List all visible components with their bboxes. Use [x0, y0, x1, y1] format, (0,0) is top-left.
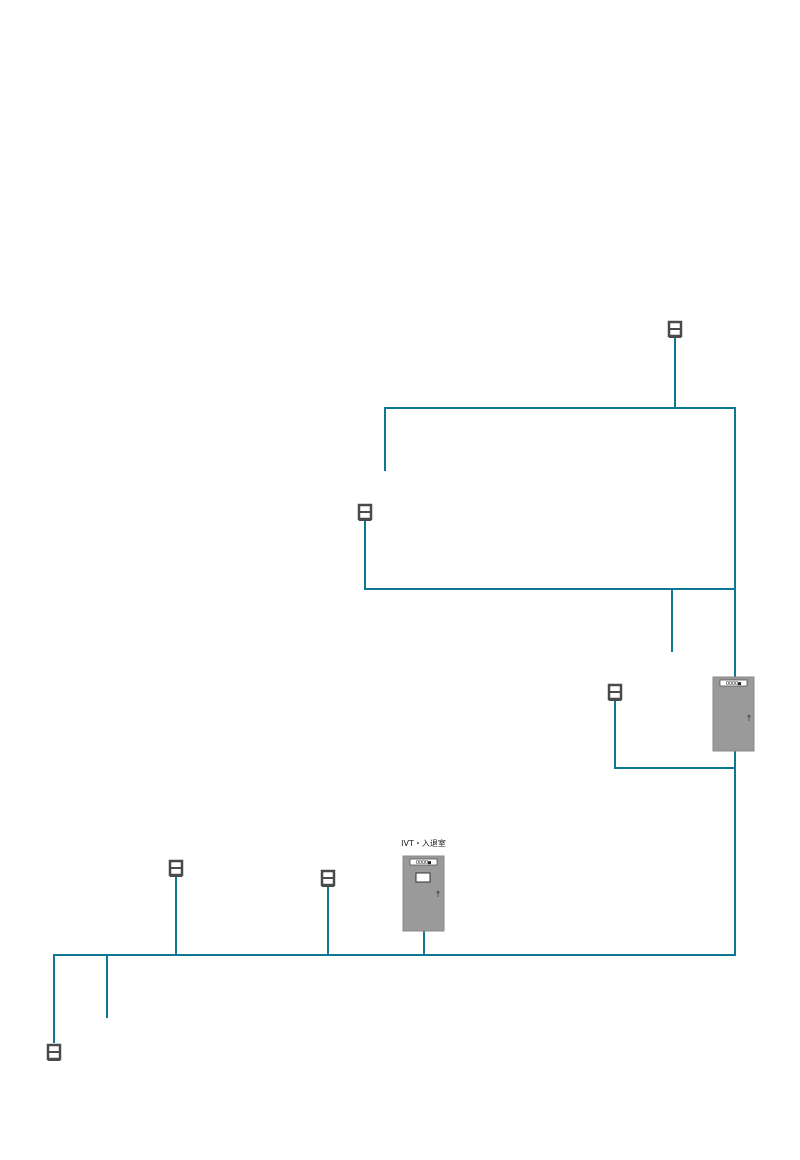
device-icon [320, 869, 336, 887]
device-icon [46, 1043, 62, 1061]
cabinet-lower-handle [436, 890, 440, 897]
device-icon [168, 859, 184, 877]
wiring [53, 335, 736, 1043]
cabinet-upper: OOOO■ [712, 676, 755, 752]
cabinet-upper-plate-text: OOOO■ [726, 681, 741, 687]
device-icon [667, 320, 683, 338]
cabinet-upper-handle [747, 714, 751, 721]
device-icon [607, 683, 623, 701]
cabinet-lower-window [415, 872, 431, 883]
device-icon [357, 503, 373, 521]
cabinet-lower: IVT・入退室 OOOO■ [401, 838, 446, 932]
cabinet-lower-label: IVT・入退室 [401, 838, 446, 848]
cabinet-lower-plate-text: OOOO■ [416, 860, 431, 866]
